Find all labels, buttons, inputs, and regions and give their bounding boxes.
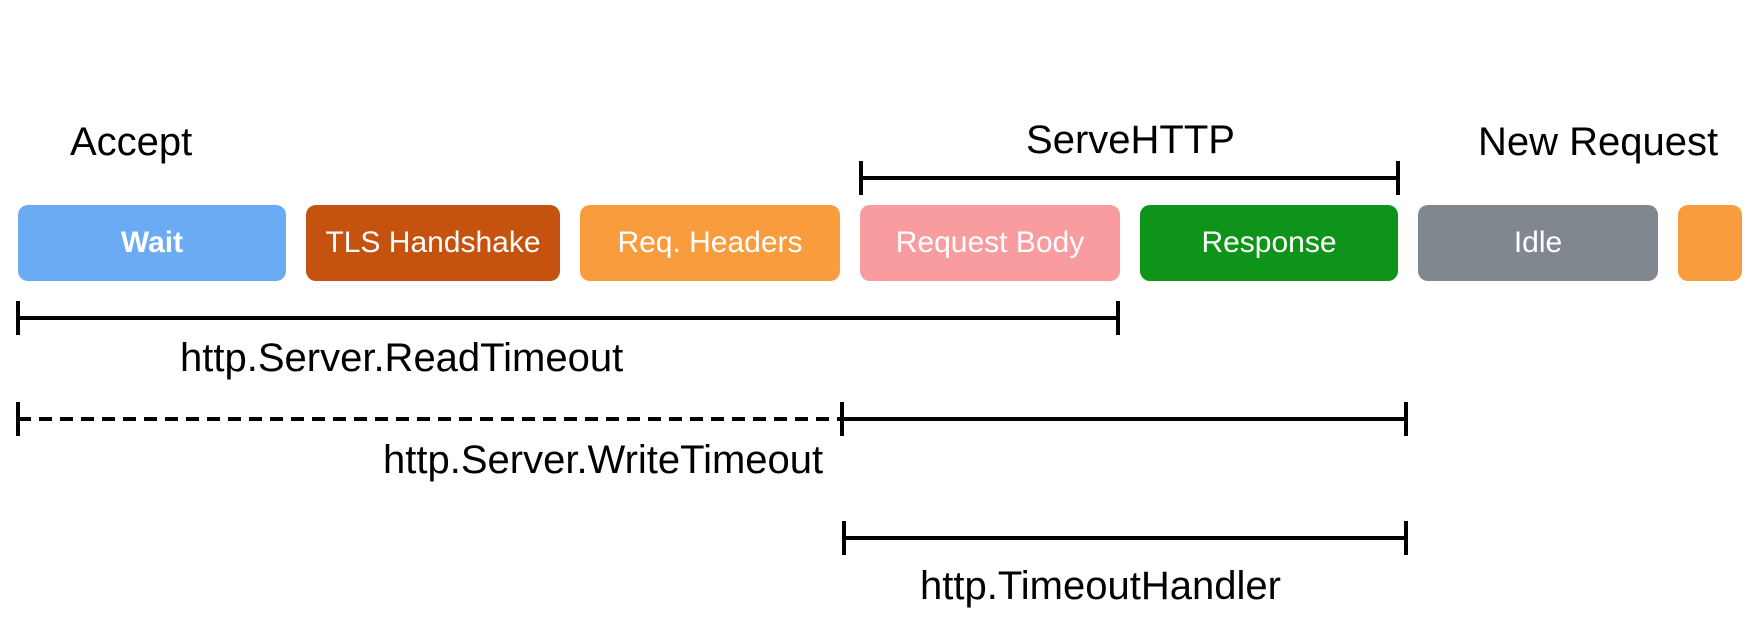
phase-box-tls-handshake: TLS Handshake: [306, 205, 560, 281]
timeout-handler-left-tick: [842, 521, 846, 555]
phase-label-req-headers: Req. Headers: [617, 226, 803, 259]
phase-box-req-headers: Req. Headers: [580, 205, 840, 281]
phase-box-idle: Idle: [1418, 205, 1658, 281]
phase-label-request-body: Request Body: [895, 226, 1085, 259]
read-timeout-label: http.Server.ReadTimeout: [180, 336, 624, 380]
phase-label-idle: Idle: [1513, 226, 1563, 259]
timeout-handler-bracket-line: [844, 536, 1408, 540]
read-timeout-right-tick: [1116, 301, 1120, 335]
write-timeout-label: http.Server.WriteTimeout: [383, 438, 824, 482]
write-timeout-solid-line: [842, 417, 1408, 421]
phase-box-wait: Wait: [18, 205, 286, 281]
read-timeout-left-tick: [16, 301, 20, 335]
read-timeout-bracket-line: [18, 316, 1120, 320]
servehttp-bracket-left-tick: [859, 161, 863, 195]
phase-box-new-request-stub: [1678, 205, 1742, 281]
phase-label-wait: Wait: [120, 226, 184, 259]
timeout-handler-label: http.TimeoutHandler: [920, 564, 1281, 608]
servehttp-bracket-line: [861, 176, 1400, 180]
write-timeout-left-tick: [16, 402, 20, 436]
servehttp-label: ServeHTTP: [1026, 118, 1235, 162]
phase-label-response: Response: [1201, 226, 1337, 259]
servehttp-bracket-right-tick: [1396, 161, 1400, 195]
write-timeout-mid-tick: [840, 402, 844, 436]
write-timeout-dashed-line: [18, 417, 842, 421]
phase-box-request-body: Request Body: [860, 205, 1120, 281]
phase-label-tls-handshake: TLS Handshake: [325, 226, 541, 259]
accept-label: Accept: [70, 120, 193, 164]
write-timeout-right-tick: [1404, 402, 1408, 436]
new-request-label: New Request: [1478, 120, 1719, 164]
timeout-handler-right-tick: [1404, 521, 1408, 555]
phase-box-response: Response: [1140, 205, 1398, 281]
